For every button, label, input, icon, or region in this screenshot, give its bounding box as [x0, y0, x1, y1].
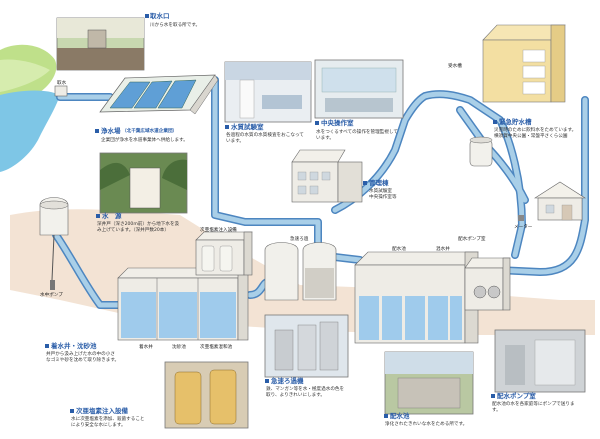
meter-box	[518, 215, 524, 221]
label-rapid-filter: 急速ろ過機	[271, 377, 304, 385]
intake-bullet	[145, 14, 149, 18]
label-management: 管理棟	[369, 179, 389, 187]
desc-central-control: 水をつくるすべての操作を管理監視しています。	[316, 130, 398, 141]
mgmt-sub: 水質試験室中央操作室等	[369, 189, 397, 200]
tag-settling-pond: 沈砂池	[172, 345, 186, 350]
water-lab-photo	[224, 61, 312, 123]
desc-emergency-tank: 災害時のために飲料水をためています。横須賀中央公園・常盤平さくら公園	[494, 128, 577, 139]
reservoir-photo	[384, 351, 474, 415]
river	[0, 90, 60, 172]
pump-room-building	[464, 257, 511, 311]
desc-settling: 井戸から汲み上げた水の中の小さなゴミや砂を沈めて取り除きます。	[46, 352, 120, 363]
label-water-source: 水 源	[102, 212, 122, 220]
label-purification-sub: （北千葉広域水道企業団）	[122, 129, 178, 134]
rapid-filter-tanks	[264, 242, 337, 301]
pump-room-photo	[494, 329, 586, 393]
water-source-bullet	[96, 214, 100, 218]
tag-hypo-tank: 次亜塩素注入設備	[200, 228, 237, 233]
pump-room-bullet	[491, 394, 495, 398]
label-water-tower: 受水槽	[448, 64, 462, 69]
label-central-control: 中央操作室	[321, 119, 354, 127]
central-control-bullet	[315, 121, 319, 125]
desc-purification: 企業団が浄水を水道事業体へ供給します。	[101, 138, 188, 143]
tag-chlorine-mix: 次亜塩素混和池	[200, 345, 233, 350]
purification-plant	[99, 74, 219, 115]
water-tower-building	[482, 24, 566, 103]
desc-water-lab: 各過程の水質の水質検査をおこなっています。	[226, 133, 304, 144]
rapid-filter-photo	[264, 314, 349, 378]
management-building	[291, 149, 363, 203]
tag-collecting-well: 着水井	[139, 345, 153, 350]
intake-station-building	[54, 85, 68, 97]
label-hypochlorite: 次亜塩素注入設備	[76, 407, 128, 415]
tag-intake-station: 取水	[57, 81, 67, 86]
label-reservoir: 配水池	[390, 412, 410, 420]
tag-mixing-tank: 混水井	[436, 247, 450, 252]
management-bullet	[363, 181, 367, 185]
tag-pump: 配水ポンプ室	[458, 237, 486, 242]
water-source-photo	[99, 152, 188, 214]
label-water-lab: 水質試験室	[231, 123, 264, 131]
tag-reservoir: 配水池	[392, 247, 406, 252]
hypochlorite-unit	[195, 231, 253, 276]
intake-photo	[56, 17, 145, 71]
desc-hypochlorite: 水に次亜塩素を添加、殺菌することにより安全な水にします。	[71, 417, 145, 428]
water-lab-bullet	[225, 125, 229, 129]
reservoir-bullet	[384, 414, 388, 418]
rapid-filter-bullet	[265, 379, 269, 383]
treatment-basin	[117, 267, 249, 341]
label-emergency-tank: 緊急貯水槽	[499, 118, 532, 126]
hypochlorite-photo	[164, 361, 249, 429]
tag-rapid-tank: 急速ろ過	[290, 237, 309, 242]
label-pump-room: 配水ポンプ室	[497, 392, 536, 400]
distribution-reservoir	[354, 251, 479, 344]
tag-meter: メーター	[514, 225, 533, 230]
desc-reservoir: 浄化されたきれいな水をためる所です。	[385, 422, 468, 427]
desc-pump-room: 配水池の水を各家庭等にポンプで送ります。	[492, 402, 575, 413]
house	[533, 181, 587, 221]
deep-well	[39, 197, 69, 290]
emergency-tank	[469, 136, 493, 167]
hypochlorite-bullet	[70, 409, 74, 413]
desc-water-source: 深井戸（深さ200m前）から地下水を汲み上げています。（深井戸数20本）	[97, 222, 180, 233]
purification-bullet	[95, 129, 99, 133]
settling-bullet	[45, 344, 49, 348]
central-control-photo	[314, 59, 404, 119]
tag-deep-well-pump: 水中ポンプ	[40, 293, 63, 298]
emergency-bullet	[493, 120, 497, 124]
label-intake: 取水口	[150, 12, 170, 20]
desc-intake: 川から水を取る所です。	[150, 23, 201, 28]
river-bank	[0, 59, 50, 92]
label-purification: 浄水場	[101, 127, 121, 135]
label-settling: 着水井・沈砂池	[51, 342, 97, 350]
desc-rapid-filter: 鉄、マンガン等を水・極度過水の色を取り、よりきれいにします。	[266, 387, 345, 398]
